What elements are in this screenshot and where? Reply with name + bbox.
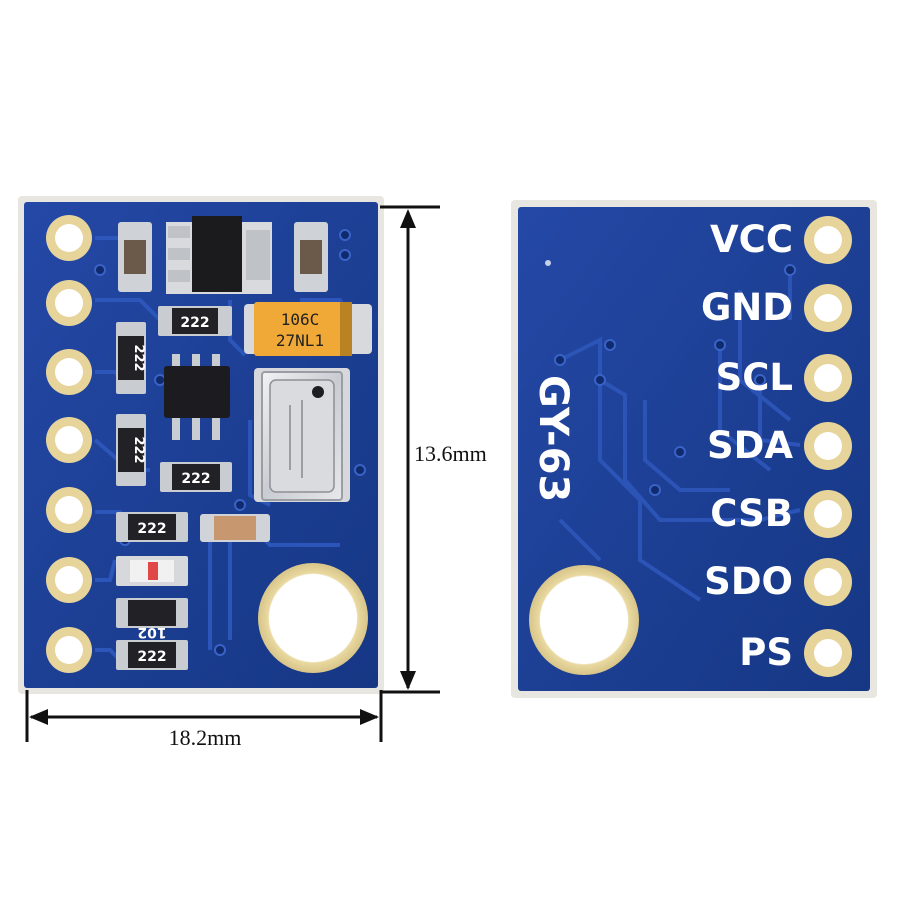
capacitor-label-line2: 27NL1 — [276, 331, 324, 350]
resistor-r2: 222 — [116, 322, 146, 394]
voltage-regulator — [166, 216, 272, 294]
width-label: 18.2mm — [169, 725, 242, 750]
pin-hole-sdo — [814, 568, 842, 596]
pin-label-vcc: VCC — [710, 218, 793, 261]
pin-hole-gnd — [814, 294, 842, 322]
resistor-r4: 222 — [160, 462, 232, 492]
pin-label-scl: SCL — [716, 356, 793, 399]
top-capacitor-left — [118, 222, 152, 292]
pin-label-sdo: SDO — [704, 560, 793, 603]
height-label: 13.6mm — [414, 441, 487, 466]
front-pad-5 — [46, 487, 92, 533]
capacitor-label-line1: 106C — [281, 310, 320, 329]
pin-hole-ps — [814, 639, 842, 667]
front-pin-pads — [46, 215, 92, 673]
front-pad-7 — [46, 627, 92, 673]
pin-hole-sda — [814, 432, 842, 460]
front-pad-1 — [46, 215, 92, 261]
resistor-r1: 222 — [158, 306, 232, 336]
back-board: GY-63 VCC GND SCL SDA CSB SDO — [511, 200, 877, 698]
pin-label-sda: SDA — [707, 424, 793, 467]
board-model-label: GY-63 — [530, 375, 576, 502]
pin-sda: SDA — [707, 422, 852, 470]
pin-sdo: SDO — [704, 558, 852, 606]
front-mounting-hole — [258, 563, 368, 673]
pin-hole-csb — [814, 500, 842, 528]
resistor-r3-label: 222 — [131, 436, 146, 463]
pin-label-ps: PS — [739, 631, 793, 674]
pin-gnd: GND — [701, 284, 852, 332]
pressure-sensor — [254, 368, 350, 502]
back-dot — [545, 260, 551, 266]
pin-csb: CSB — [710, 490, 852, 538]
resistor-r7: 222 — [116, 640, 188, 670]
resistor-r7-label: 222 — [137, 649, 166, 665]
front-pad-2 — [46, 280, 92, 326]
status-led — [116, 556, 188, 586]
height-dimension — [380, 205, 440, 694]
front-pad-4 — [46, 417, 92, 463]
resistor-r5-label: 222 — [137, 521, 166, 537]
pin-hole-scl — [814, 364, 842, 392]
ceramic-capacitor — [200, 514, 270, 542]
tantalum-capacitor: 106C 27NL1 — [244, 302, 372, 356]
resistor-r6-label: 102 — [137, 624, 166, 640]
back-vias — [554, 264, 796, 496]
pin-vcc: VCC — [710, 216, 852, 264]
back-traces — [558, 270, 801, 602]
pin-ps: PS — [739, 629, 852, 677]
pin-hole-vcc — [814, 226, 842, 254]
resistor-r3: 222 — [116, 414, 146, 486]
resistor-r2-label: 222 — [131, 344, 146, 371]
width-dimension — [25, 690, 383, 742]
front-board: 222 106C 27NL1 222 222 — [18, 196, 384, 694]
pin-scl: SCL — [716, 354, 852, 402]
resistor-r6: 102 — [116, 598, 188, 640]
resistor-r1-label: 222 — [180, 315, 209, 331]
resistor-r4-label: 222 — [181, 471, 210, 487]
front-pad-3 — [46, 349, 92, 395]
top-capacitor-right — [294, 222, 328, 292]
front-pad-6 — [46, 557, 92, 603]
resistor-r5: 222 — [116, 512, 188, 542]
pin-label-gnd: GND — [701, 286, 793, 329]
small-ic — [164, 354, 230, 440]
back-mounting-hole — [529, 565, 639, 675]
pin-label-csb: CSB — [710, 492, 793, 535]
